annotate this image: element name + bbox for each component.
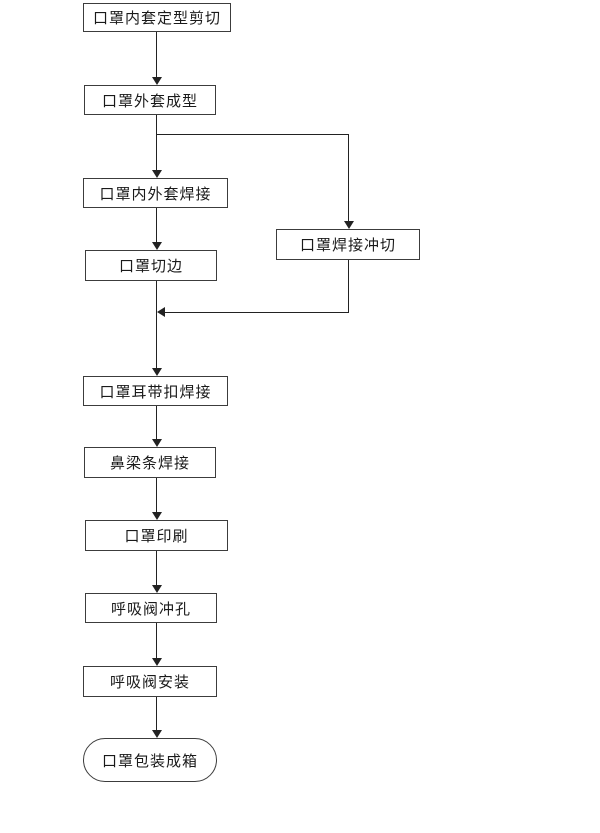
flow-node-mask-printing: 口罩印刷 — [85, 520, 228, 551]
flow-node-label: 鼻梁条焊接 — [109, 455, 190, 472]
flow-arrowhead-down — [152, 77, 162, 85]
flow-arrowhead-down — [152, 439, 162, 447]
flow-node-valve-installation: 呼吸阀安装 — [83, 666, 217, 697]
flow-node-inner-cover-shaping-cut: 口罩内套定型剪切 — [83, 3, 231, 32]
flow-connector-segment — [156, 281, 157, 369]
flow-arrowhead-down — [152, 242, 162, 250]
flow-node-label: 口罩内套定型剪切 — [92, 10, 221, 27]
flow-node-welding-punch-cut: 口罩焊接冲切 — [276, 229, 420, 260]
flow-node-label: 口罩内外套焊接 — [99, 185, 212, 203]
flow-node-nose-bridge-welding: 鼻梁条焊接 — [84, 447, 216, 478]
flow-node-label: 口罩切边 — [118, 258, 183, 275]
flow-connector-segment — [348, 134, 349, 221]
flow-arrowhead-down — [152, 170, 162, 178]
flow-node-label: 口罩焊接冲切 — [299, 237, 396, 254]
flow-arrowhead-down — [152, 730, 162, 738]
flow-node-label: 口罩耳带扣焊接 — [99, 383, 212, 401]
flow-arrowhead-down — [152, 585, 162, 593]
flow-connector-segment — [156, 208, 157, 243]
flow-connector-segment — [156, 623, 157, 659]
flow-arrowhead-down — [152, 512, 162, 520]
flow-node-packing-into-boxes: 口罩包装成箱 — [83, 738, 217, 782]
flow-connector-segment — [156, 406, 157, 440]
flow-connector-segment — [156, 134, 349, 135]
flow-node-edge-trimming: 口罩切边 — [85, 250, 217, 281]
flow-arrowhead-down — [344, 221, 354, 229]
flow-node-label: 呼吸阀安装 — [109, 674, 190, 691]
flow-connector-segment — [156, 478, 157, 513]
flow-node-label: 口罩包装成箱 — [101, 752, 198, 770]
flow-arrowhead-down — [152, 658, 162, 666]
flow-connector-segment — [156, 551, 157, 586]
flow-connector-segment — [348, 260, 349, 313]
flow-connector-segment — [156, 115, 157, 171]
flow-node-label: 口罩印刷 — [124, 528, 189, 545]
flow-arrowhead-left — [157, 307, 165, 317]
flow-node-outer-cover-forming: 口罩外套成型 — [84, 85, 216, 115]
flow-connector-segment — [156, 697, 157, 731]
flow-node-label: 呼吸阀冲孔 — [110, 600, 191, 618]
flow-node-ear-strap-buckle-welding: 口罩耳带扣焊接 — [83, 376, 228, 406]
flow-arrowhead-down — [152, 368, 162, 376]
flow-connector-segment — [156, 32, 157, 78]
flow-node-inner-outer-welding: 口罩内外套焊接 — [83, 178, 228, 208]
flow-node-label: 口罩外套成型 — [101, 92, 198, 110]
flow-node-valve-punching: 呼吸阀冲孔 — [85, 593, 217, 623]
flow-connector-segment — [164, 312, 349, 313]
